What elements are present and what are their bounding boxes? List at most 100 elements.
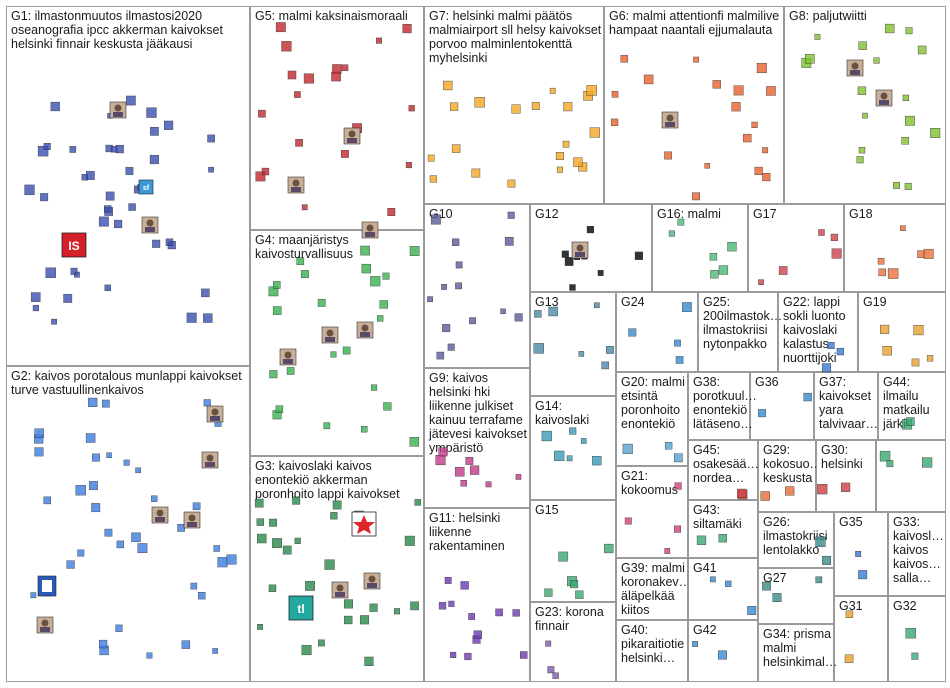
node-g2 <box>198 591 206 600</box>
node-g24 <box>675 356 684 364</box>
node-g1 <box>32 304 40 312</box>
node-g3 <box>324 559 335 570</box>
node-g2 <box>98 639 108 649</box>
node-g14 <box>592 455 602 466</box>
node-g4 <box>272 306 282 315</box>
node-g2 <box>131 532 141 543</box>
node-g9 <box>454 467 465 477</box>
node-g6 <box>611 91 619 98</box>
node-g4 <box>342 346 351 355</box>
node-g17 <box>831 248 842 259</box>
node-g2 <box>146 652 153 659</box>
node-g1 <box>81 174 88 181</box>
node-g15 <box>604 543 614 554</box>
node-g12 <box>597 270 604 276</box>
node-g12 <box>569 284 576 291</box>
node-g7 <box>449 102 459 111</box>
node-g12 <box>586 226 594 234</box>
node-g2 <box>135 467 141 474</box>
avatar-body <box>365 232 375 237</box>
node-g5 <box>287 70 297 80</box>
avatar-icon <box>321 326 339 344</box>
avatar-icon <box>141 216 159 234</box>
node-g4 <box>370 276 381 287</box>
node-g4 <box>409 437 420 447</box>
node-g10 <box>507 211 515 219</box>
node-g41 <box>710 576 716 583</box>
group-g32: G32 <box>888 596 946 682</box>
node-g1 <box>208 166 214 173</box>
group-g12: G12 <box>530 204 652 292</box>
node-g16 <box>718 265 729 275</box>
node-g3 <box>414 499 421 506</box>
node-g13 <box>594 302 600 309</box>
node-g6 <box>610 118 619 126</box>
node-g9 <box>438 447 448 457</box>
node-g10 <box>504 236 514 246</box>
node-g5 <box>275 22 286 33</box>
node-g5 <box>341 150 349 158</box>
node-g7 <box>573 157 583 167</box>
node-g8 <box>862 112 868 119</box>
node-g3 <box>272 538 282 548</box>
node-g10 <box>514 313 523 322</box>
avatar-body <box>325 337 335 342</box>
node-g26 <box>822 555 832 565</box>
node-g10 <box>442 324 451 333</box>
node-g8 <box>905 27 913 35</box>
avatar-head <box>188 514 196 522</box>
node-g8 <box>805 53 815 64</box>
node-g43 <box>696 535 707 545</box>
node-g17 <box>758 279 764 285</box>
node-g8 <box>917 45 927 55</box>
node-g1 <box>165 238 174 246</box>
avatar-body <box>187 522 197 527</box>
node-g1 <box>50 101 60 112</box>
crest-icon <box>37 575 57 597</box>
avatar-body <box>113 112 123 117</box>
avatar-head <box>348 130 356 138</box>
node-g7 <box>507 179 516 188</box>
node-g8 <box>873 57 880 64</box>
node-g10 <box>469 317 476 325</box>
avatar-body <box>850 70 860 75</box>
avatar-head <box>851 62 859 70</box>
avatar-body <box>291 187 301 192</box>
node-g6 <box>712 80 721 89</box>
node-g16 <box>709 253 718 261</box>
node-g8 <box>856 156 864 164</box>
avatar-head <box>114 104 122 112</box>
node-g11 <box>438 602 447 610</box>
node-g3 <box>257 533 267 544</box>
avatar-body <box>360 332 370 337</box>
node-g8 <box>893 182 900 189</box>
node-g4 <box>361 426 368 433</box>
node-g7 <box>563 102 573 112</box>
avatar-icon <box>279 348 297 366</box>
avatar-icon <box>661 111 679 129</box>
node-g24 <box>628 328 637 337</box>
node-g8 <box>885 23 895 34</box>
node-g15 <box>570 580 579 589</box>
avatar-head <box>211 408 219 416</box>
node-g1 <box>103 205 112 213</box>
node-g4 <box>383 402 392 411</box>
node-g1 <box>128 203 136 211</box>
avatar-icon <box>331 581 349 599</box>
node-g3 <box>305 580 315 591</box>
node-g11 <box>468 613 475 620</box>
node-g7 <box>451 144 461 153</box>
node-g2 <box>116 540 125 549</box>
avatar-head <box>41 619 49 627</box>
node-g5 <box>303 73 314 84</box>
node-g20 <box>664 442 673 450</box>
node-g11 <box>448 600 455 607</box>
node-g7 <box>586 85 597 96</box>
node-g12 <box>634 251 644 260</box>
node-g31 <box>844 654 854 664</box>
tl-logo-icon: tl <box>288 595 314 621</box>
node-g1 <box>37 145 49 157</box>
node-g42 <box>717 650 727 660</box>
node-g2 <box>66 560 75 569</box>
